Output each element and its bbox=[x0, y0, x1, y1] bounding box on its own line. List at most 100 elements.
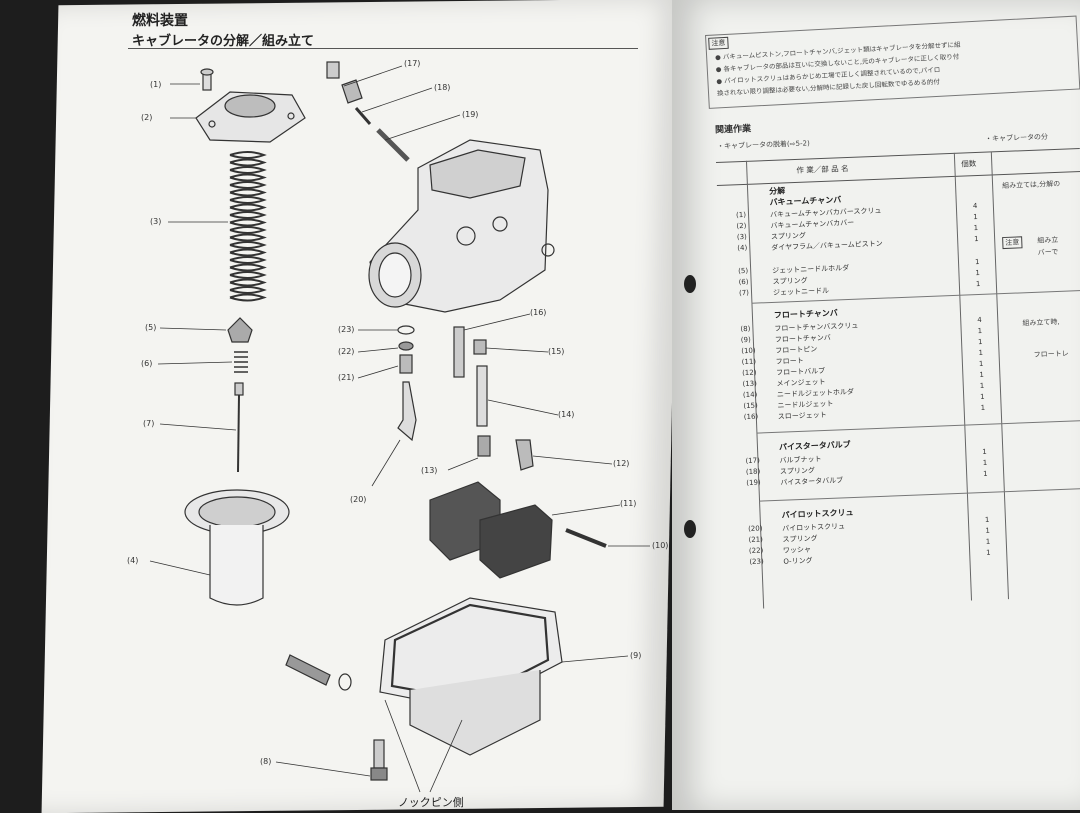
row-num: (20) bbox=[747, 524, 763, 534]
row-num: (18) bbox=[745, 467, 761, 477]
row-qty: 1 bbox=[977, 337, 983, 347]
part-float-chamber-screw bbox=[370, 739, 388, 781]
part-diaphragm-piston bbox=[184, 489, 290, 606]
callout-18: (18) bbox=[434, 83, 451, 92]
row-qty: 1 bbox=[982, 458, 988, 467]
callout-16: (16) bbox=[530, 308, 547, 317]
row-name: フロートチャンバ bbox=[774, 333, 831, 344]
row-qty: 1 bbox=[979, 370, 984, 380]
carburetor-exploded-diagram bbox=[149, 61, 650, 793]
note-assembly: 組み立ては,分解の bbox=[1001, 179, 1061, 191]
row-name: スプリング bbox=[782, 534, 818, 544]
row-name: スプリング bbox=[770, 231, 807, 241]
row-name: フロートバルブ bbox=[775, 366, 826, 377]
row-num: (2) bbox=[736, 221, 747, 231]
section-title: 燃料装置 bbox=[132, 13, 188, 29]
part-jet-needle bbox=[234, 382, 244, 473]
note-assembly-3: バーで bbox=[1037, 247, 1059, 257]
row-qty: 1 bbox=[980, 392, 985, 402]
callout-13: (13) bbox=[421, 466, 438, 475]
callout-5: (5) bbox=[145, 323, 157, 332]
part-drain-screw bbox=[285, 654, 352, 691]
group-title: パイロットスクリュ bbox=[781, 507, 854, 520]
knock-pin-side-label: ノックピン側 bbox=[398, 796, 464, 809]
callout-7: (7) bbox=[143, 419, 155, 428]
group-subtitle: バキュームチャンバ bbox=[769, 195, 842, 207]
row-qty: 1 bbox=[982, 447, 987, 456]
row-qty: 1 bbox=[974, 257, 980, 267]
row-qty: 4 bbox=[977, 315, 982, 325]
row-name: ジェットニードル bbox=[772, 286, 830, 297]
row-num: (9) bbox=[740, 335, 751, 345]
callout-17: (17) bbox=[404, 59, 421, 68]
group-title: フロートチャンバ bbox=[773, 308, 838, 320]
row-name: スロージェット bbox=[777, 410, 827, 421]
part-float bbox=[429, 481, 553, 579]
part-float-chamber bbox=[379, 597, 563, 756]
row-num: (7) bbox=[738, 288, 750, 298]
callout-9: (9) bbox=[630, 651, 642, 660]
row-name: フロートピン bbox=[775, 345, 818, 355]
group-separator bbox=[756, 419, 1080, 434]
part-float-pin bbox=[565, 528, 607, 548]
leader-lines bbox=[149, 65, 650, 793]
row-num: (12) bbox=[741, 368, 757, 378]
row-name: フロート bbox=[775, 356, 804, 366]
binder-hole-top bbox=[684, 275, 696, 293]
row-name: バキュームチャンバカバー bbox=[770, 218, 855, 230]
callout-6: (6) bbox=[141, 359, 153, 368]
row-name: ジェットニードルホルダ bbox=[772, 263, 850, 275]
row-num: (5) bbox=[738, 266, 749, 276]
callout-3: (3) bbox=[150, 217, 162, 226]
callout-11: (11) bbox=[620, 499, 637, 508]
callout-15: (15) bbox=[548, 347, 565, 356]
row-qty: 1 bbox=[973, 212, 978, 222]
row-name: メインジェット bbox=[776, 377, 826, 388]
row-num: (13) bbox=[742, 379, 758, 389]
group-separator bbox=[759, 487, 1080, 502]
row-num: (1) bbox=[735, 210, 747, 220]
row-num: (21) bbox=[748, 535, 764, 545]
row-qty: 1 bbox=[985, 526, 990, 535]
row-name: バルブナット bbox=[779, 455, 822, 465]
callout-12: (12) bbox=[613, 459, 630, 468]
row-qty: 1 bbox=[980, 403, 986, 413]
row-name: フロートチャンバスクリュ bbox=[774, 321, 859, 333]
row-qty: 1 bbox=[985, 537, 991, 546]
row-num: (16) bbox=[743, 412, 759, 422]
row-num: (8) bbox=[740, 324, 751, 334]
callout-21: (21) bbox=[338, 373, 355, 382]
row-name: ワッシャ bbox=[782, 545, 812, 555]
group-float-chamber: フロートチャンバ (8) フロートチャンバスクリュ 4 (9) フロートチャンバ… bbox=[722, 298, 1080, 421]
callout-20: (20) bbox=[350, 495, 367, 504]
row-qty: 1 bbox=[986, 548, 991, 557]
row-name: パイロットスクリュ bbox=[781, 522, 846, 533]
note-assembly-time: 組み立て時, bbox=[1022, 317, 1060, 328]
row-num: (15) bbox=[743, 401, 758, 411]
callout-8: (8) bbox=[260, 757, 272, 766]
part-carburetor-body bbox=[368, 139, 555, 313]
row-num: (11) bbox=[741, 357, 757, 367]
note-float: フロートレ bbox=[1033, 349, 1069, 359]
row-qty: 1 bbox=[983, 469, 988, 478]
part-spring-small bbox=[234, 351, 248, 373]
part-pilot-screw-set bbox=[397, 325, 417, 442]
group-title: 分解 bbox=[768, 186, 786, 196]
row-name: スプリング bbox=[779, 466, 816, 476]
callout-19: (19) bbox=[462, 110, 479, 119]
row-qty: 1 bbox=[977, 326, 983, 336]
row-num: (22) bbox=[748, 546, 764, 556]
page-subtitle: キャブレータの分解／組み立て bbox=[132, 34, 315, 49]
part-vacuum-chamber-cover-screw bbox=[200, 68, 214, 91]
group-title: パイスタータバルブ bbox=[778, 440, 851, 452]
row-num: (17) bbox=[745, 456, 761, 466]
right-page bbox=[672, 0, 1080, 810]
row-num: (10) bbox=[741, 346, 756, 356]
note-caution-tag: 注意 bbox=[1002, 236, 1023, 250]
row-qty: 1 bbox=[978, 348, 984, 358]
row-qty: 1 bbox=[984, 515, 990, 524]
row-name: ニードルジェットホルダ bbox=[776, 387, 855, 399]
row-qty: 1 bbox=[973, 234, 979, 244]
row-qty: 1 bbox=[978, 359, 984, 369]
callout-10: (10) bbox=[652, 541, 669, 550]
